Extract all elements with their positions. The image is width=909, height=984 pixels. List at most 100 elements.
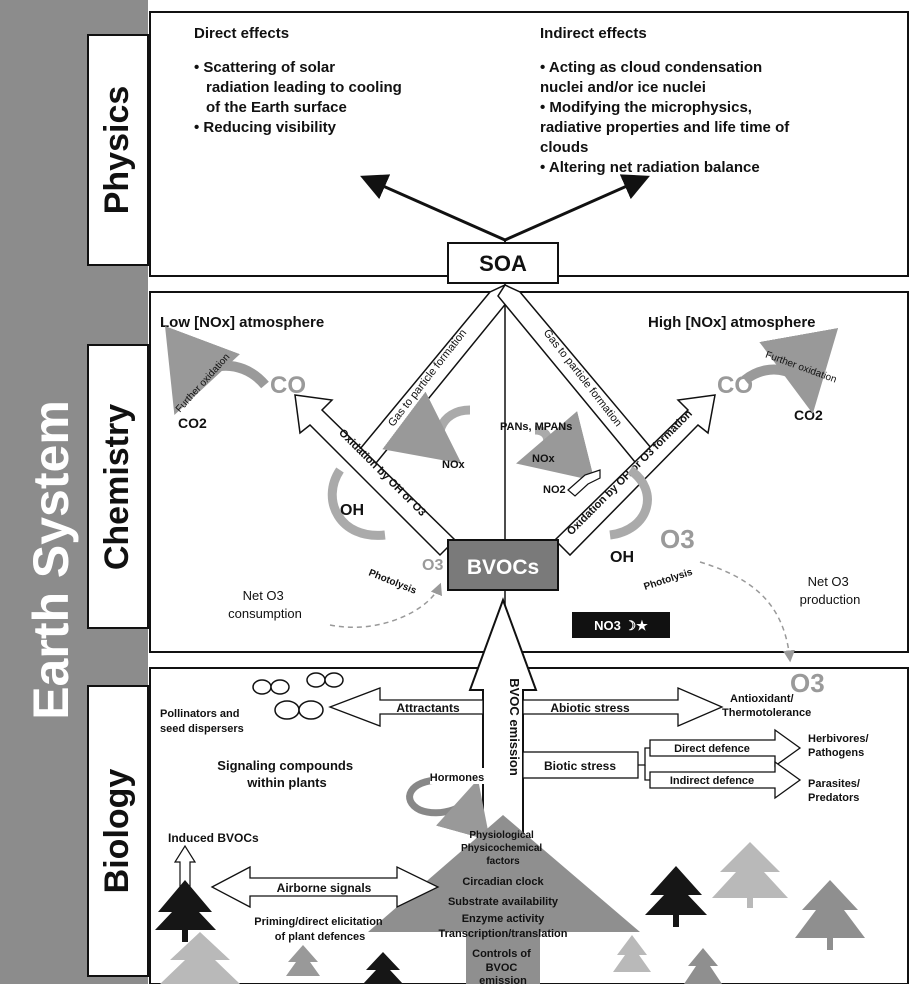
further-oxidation-arrow-left (165, 326, 269, 415)
nox-cycle-left (382, 391, 471, 464)
biotic-branch-top (638, 747, 650, 766)
biotic-stress-label: Biotic stress (544, 759, 616, 773)
direct-line: of the Earth surface (206, 99, 347, 116)
abiotic-stress-label: Abiotic stress (550, 701, 630, 715)
indirect-line: clouds (540, 139, 588, 156)
priming-line: of plant defences (275, 931, 365, 943)
indirect-defence-label: Indirect defence (670, 775, 754, 787)
bvocs-box (447, 539, 559, 591)
pollinators-line: seed dispersers (160, 723, 244, 735)
co2-right: CO2 (794, 407, 823, 423)
herbivores-line: Herbivores/ (808, 733, 869, 745)
direct-defence-label: Direct defence (674, 743, 750, 755)
oh-right: OH (610, 549, 634, 566)
indirect-effects-list: • Acting as cloud condensation nuclei an… (540, 59, 793, 176)
direct-defence-arrow (649, 728, 802, 768)
arrow-to-indirect (504, 174, 650, 242)
substrate-label: Substrate availability (448, 896, 559, 908)
pollinators-label: Pollinators and seed dispersers (160, 708, 244, 735)
airborne-signals-arrow (210, 865, 440, 909)
physics-tab-label: Physics (98, 86, 136, 215)
further-oxidation-arrow-right (741, 327, 839, 414)
co2-left: CO2 (178, 415, 207, 431)
indirect-line: radiative properties and life time of (540, 119, 790, 136)
no2-arrow (567, 469, 601, 497)
hormones-bg (430, 768, 486, 784)
tree-icon (363, 952, 403, 984)
parasites-label: Parasites/ Predators (808, 778, 863, 804)
priming-label: Priming/direct elicitation of plant defe… (254, 916, 385, 943)
pollinators-line: Pollinators and (160, 708, 239, 720)
chemistry-tab-label: Chemistry (98, 404, 136, 570)
signaling-line: within plants (246, 775, 326, 790)
airborne-signals-label: Airborne signals (277, 881, 372, 895)
tree-icon (286, 945, 320, 976)
hormones-cycle (406, 776, 490, 841)
physics-tab (87, 34, 149, 266)
attractants-label: Attractants (396, 701, 460, 715)
net-production-line: production (800, 592, 861, 607)
physiological-line: Physiological (469, 830, 534, 841)
physiological-label: Physiological Physicochemical factors (461, 830, 545, 867)
pans-label: PANs, MPANs (500, 421, 572, 433)
biology-tab-label: Biology (98, 769, 136, 894)
circadian-label: Circadian clock (462, 876, 544, 888)
no3-night-box (572, 612, 670, 638)
net-production-arrow (699, 561, 796, 663)
no2-label: NO2 (543, 484, 566, 496)
nox-left: NOx (442, 459, 466, 471)
net-consumption-label: Net O3 consumption (228, 588, 302, 621)
indirect-effects-title: Indirect effects (540, 25, 647, 42)
no3-night-label: NO3 ☽★ (594, 618, 648, 633)
nox-cycle-right (516, 411, 595, 481)
tree-icon (645, 866, 707, 927)
earth-system-label: Earth System (23, 400, 79, 720)
signaling-line: Signaling compounds (217, 758, 353, 773)
hormones-label: Hormones (430, 772, 484, 784)
antioxidant-line: Thermotolerance (722, 707, 811, 719)
controls-line: BVOC (486, 962, 518, 974)
physiological-line: Physicochemical (461, 843, 542, 854)
abiotic-stress-arrow (522, 687, 724, 727)
soa-box (447, 242, 559, 284)
oxidation-arrow-left (294, 394, 457, 557)
controls-line: Controls of (472, 948, 531, 960)
direct-line: • Reducing visibility (194, 119, 337, 136)
net-consumption-line: Net O3 (243, 588, 284, 603)
herbivores-line: Pathogens (808, 747, 864, 759)
controls-pyramid (368, 815, 640, 984)
o3-biology: O3 (790, 668, 825, 698)
controls-label: Controls of BVOC emission (472, 948, 534, 984)
oh-cycle-left (327, 467, 386, 540)
arrow-to-direct (360, 174, 506, 242)
induced-bvocs-label: Induced BVOCs (168, 831, 259, 845)
indirect-line: nuclei and/or ice nuclei (540, 79, 706, 96)
antioxidant-label: Antioxidant/ Thermotolerance (722, 693, 811, 719)
direct-line: radiation leading to cooling (206, 79, 402, 96)
controls-line: emission (479, 975, 527, 984)
low-nox-label: Low [NOx] atmosphere (160, 314, 324, 331)
butterfly-icon (252, 672, 344, 720)
tree-icon (684, 948, 722, 984)
transcription-label: Transcription/translation (439, 928, 568, 940)
o3-left: O3 (422, 557, 443, 574)
biotic-stress-box (522, 751, 639, 779)
direct-effects-title: Direct effects (194, 25, 289, 42)
net-production-label: Net O3 production (800, 574, 861, 607)
enzyme-label: Enzyme activity (462, 913, 545, 925)
indirect-line: • Altering net radiation balance (540, 159, 760, 176)
indirect-line: • Acting as cloud condensation (540, 59, 762, 76)
biology-tab (87, 685, 149, 977)
bvocs-label: BVOCs (467, 556, 539, 579)
priming-line: Priming/direct elicitation (254, 916, 383, 928)
indirect-line: • Modifying the microphysics, (540, 99, 752, 116)
tree-icon (795, 880, 865, 950)
net-consumption-line: consumption (228, 606, 302, 621)
direct-line: • Scattering of solar (194, 59, 335, 76)
signaling-label: Signaling compounds within plants (217, 758, 356, 790)
indirect-defence-arrow (649, 760, 802, 800)
biotic-branch-bottom (644, 765, 650, 781)
oh-cycle-right (609, 466, 652, 540)
soa-label: SOA (479, 251, 527, 276)
